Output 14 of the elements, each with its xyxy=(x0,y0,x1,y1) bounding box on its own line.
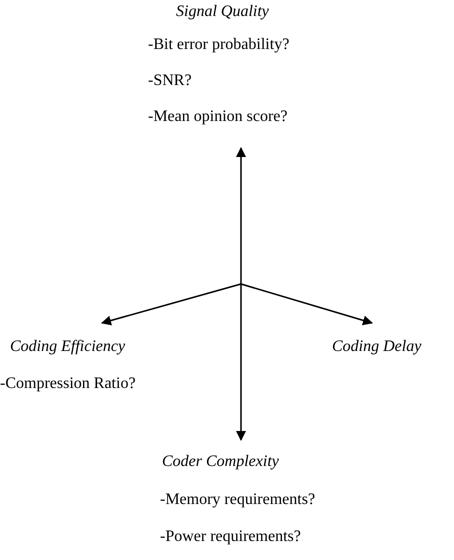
axis-title: Coding Efficiency xyxy=(10,337,126,357)
criterion-text: -Bit error probability? xyxy=(148,35,290,55)
axis-title: Coder Complexity xyxy=(162,452,279,472)
criterion-text: -Mean opinion score? xyxy=(148,107,288,127)
axis-title: Signal Quality xyxy=(176,2,269,22)
criterion-text: -SNR? xyxy=(148,71,192,91)
arrow xyxy=(236,147,246,284)
criterion-text: -Compression Ratio? xyxy=(0,374,136,394)
criterion-text: -Power requirements? xyxy=(160,527,301,547)
arrow xyxy=(236,284,246,441)
criterion-text: -Memory requirements? xyxy=(160,490,316,510)
axis-title: Coding Delay xyxy=(332,337,422,357)
arrow xyxy=(101,283,242,326)
arrow xyxy=(240,283,373,326)
